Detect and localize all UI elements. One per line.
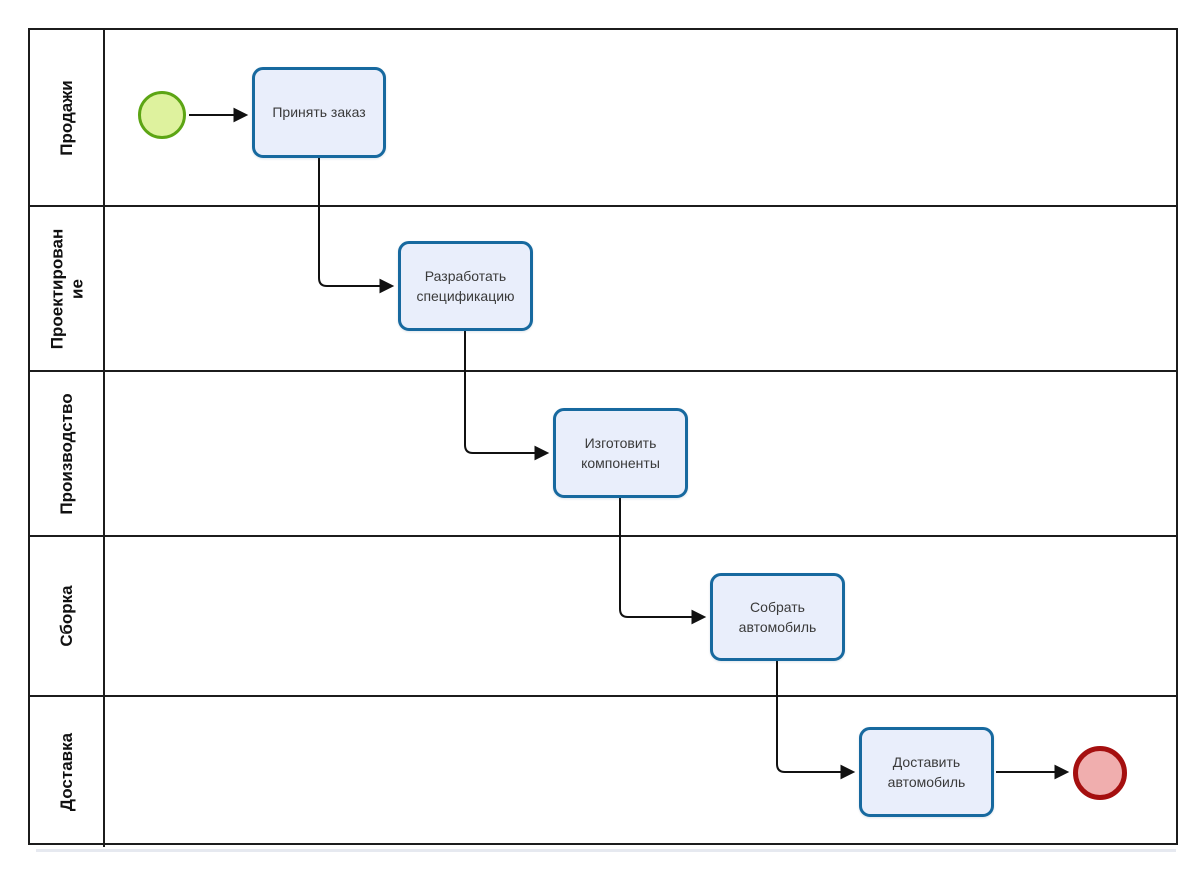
lane-header-assembly: Сборка bbox=[30, 537, 105, 695]
lane-label: Продажи bbox=[56, 79, 76, 156]
task-deliver-car[interactable]: Доставить автомобиль bbox=[859, 727, 994, 817]
pool-shadow bbox=[36, 849, 1176, 852]
end-event-icon[interactable] bbox=[1073, 746, 1127, 800]
lane-header-sales: Продажи bbox=[30, 30, 105, 205]
lane-label: Производство bbox=[56, 392, 76, 515]
task-label: Доставить автомобиль bbox=[887, 753, 966, 790]
task-make-components[interactable]: Изготовить компоненты bbox=[553, 408, 688, 498]
lane-production: Производство bbox=[30, 372, 1176, 537]
task-label: Разработать спецификацию bbox=[416, 267, 515, 304]
lane-header-delivery: Доставка bbox=[30, 697, 105, 847]
lane-assembly: Сборка bbox=[30, 537, 1176, 697]
start-event-icon[interactable] bbox=[138, 91, 186, 139]
lane-sales: Продажи bbox=[30, 30, 1176, 207]
task-label: Собрать автомобиль bbox=[738, 598, 817, 635]
lane-header-production: Производство bbox=[30, 372, 105, 535]
task-accept-order[interactable]: Принять заказ bbox=[252, 67, 386, 158]
task-label: Изготовить компоненты bbox=[581, 434, 660, 471]
task-develop-specification[interactable]: Разработать спецификацию bbox=[398, 241, 533, 331]
lane-label: Сборка bbox=[56, 585, 76, 647]
lane-delivery: Доставка bbox=[30, 697, 1176, 847]
lane-label: Доставка bbox=[56, 732, 76, 812]
task-assemble-car[interactable]: Собрать автомобиль bbox=[710, 573, 845, 661]
task-label: Принять заказ bbox=[272, 104, 366, 121]
